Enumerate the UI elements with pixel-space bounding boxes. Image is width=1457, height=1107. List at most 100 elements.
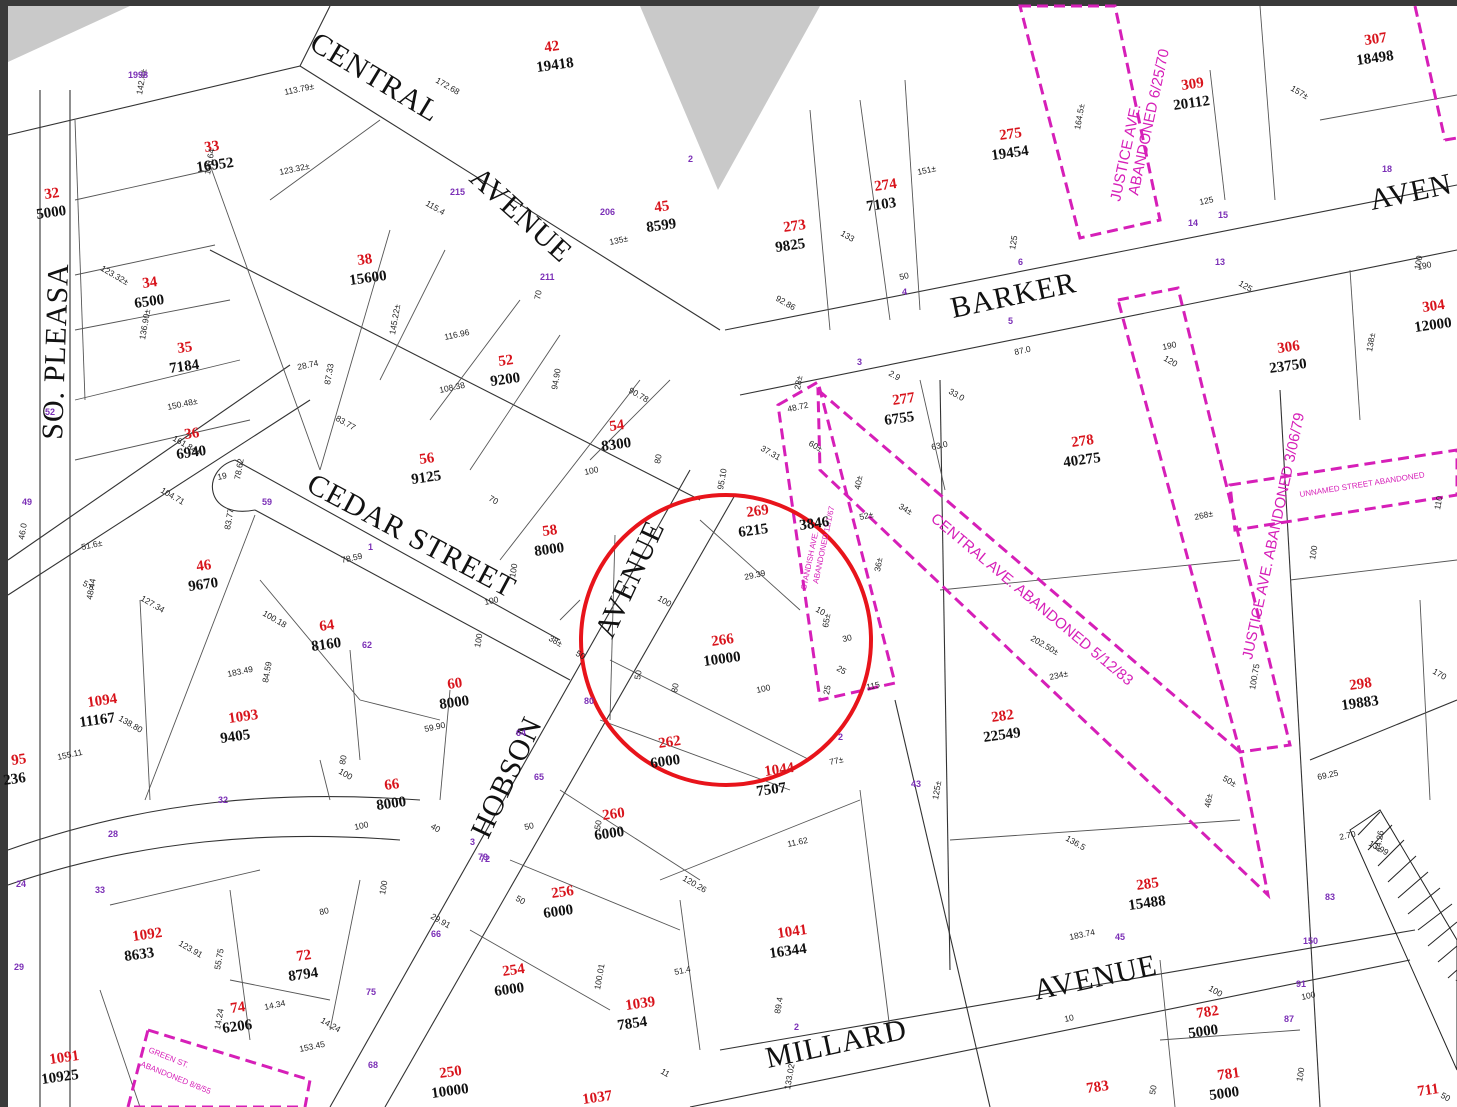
parcel-277-area: 6755 (883, 409, 915, 429)
dimension-label: 100 (1294, 1066, 1306, 1082)
dimension-label: 100 (483, 594, 499, 607)
parcel-254-id: 254 (501, 961, 526, 980)
lot-number: 75 (366, 987, 376, 997)
parcel-1092-id: 1092 (131, 925, 163, 945)
parcel-46-area: 9670 (187, 575, 219, 595)
parcel-95-area: 236 (2, 770, 27, 789)
dimension-label: 135± (608, 233, 629, 247)
parcel-54-id: 54 (608, 417, 626, 435)
parcel-95-id: 95 (10, 751, 27, 769)
street-so-pleasant: SO. PLEASA (36, 262, 75, 440)
dimension-label: 50 (574, 648, 587, 662)
abandoned-central-ave (816, 386, 1271, 900)
parcel-58-id: 58 (541, 522, 558, 540)
dimension-label: 51.6± (80, 538, 103, 552)
lot-number: 1998 (128, 70, 148, 80)
parcel-1044-area: 7507 (755, 780, 787, 800)
dimension-label: 36± (872, 556, 884, 572)
parcel-256-area: 6000 (542, 902, 574, 922)
lot-number: 3 (470, 837, 475, 847)
parcel-labels: 3250003316952346500357184366940381560042… (2, 30, 1452, 1107)
dimension-label: 87.33 (322, 362, 336, 385)
dimension-label: 95.10 (715, 467, 729, 490)
parcel-56-area: 9125 (410, 468, 442, 488)
dimension-label: 70 (487, 493, 500, 507)
dimension-label: 65± (820, 612, 832, 628)
parcel-274-area: 7103 (865, 195, 897, 215)
parcel-278-area: 40275 (1062, 450, 1101, 471)
lot-number: 5 (1008, 316, 1013, 326)
parcel-1041-area: 16344 (768, 941, 808, 962)
parcel-35-area: 7184 (168, 357, 200, 377)
parcel-278-id: 278 (1070, 432, 1095, 451)
abandoned-justice-ave-2 (1116, 286, 1292, 754)
lot-number: 29 (14, 962, 24, 972)
dimension-label: 80 (669, 682, 681, 693)
dimension-label: 46± (1202, 792, 1214, 808)
dimension-label: 151± (916, 163, 937, 177)
abandoned-justice-ave-1 (1018, 4, 1162, 240)
dimension-label: 100 (755, 682, 771, 695)
dimension-label: 50 (1439, 1090, 1452, 1104)
lot-number: 32 (218, 795, 228, 805)
lot-number: 1 (368, 542, 373, 552)
parcel-64-area: 8160 (310, 635, 342, 655)
dimension-label: 50 (632, 669, 644, 680)
parcel-60-area: 8000 (438, 693, 470, 713)
dimension-label: 100 (1454, 973, 1457, 989)
dimension-label: 87.0 (1013, 344, 1032, 357)
lot-lines (74, 5, 1457, 1107)
dimension-label: 78.62 (232, 457, 246, 480)
parcel-60-id: 60 (446, 675, 463, 693)
lot-number: 33 (95, 885, 105, 895)
parcel-32-id: 32 (43, 185, 60, 203)
parcel-36-id: 36 (183, 425, 201, 443)
parcel-33-area: 16952 (195, 155, 234, 176)
dimension-label: 100 (507, 562, 519, 578)
parcel-64-id: 64 (318, 617, 336, 635)
parcel-262-id: 262 (657, 733, 682, 752)
dimension-label: 25 (821, 684, 833, 695)
parcel-x-area: 3846 (798, 514, 830, 534)
parcel-38-id: 38 (356, 251, 373, 269)
parcel-66-area: 8000 (375, 794, 407, 814)
dimension-label: 196.64 (202, 148, 216, 176)
lot-number: 65 (534, 772, 544, 782)
window-top-edge (0, 0, 1457, 6)
window-left-edge (0, 0, 8, 1107)
dimension-label: 80 (337, 754, 349, 765)
parcel-275-id: 275 (998, 125, 1023, 144)
gray-area-northwest (8, 6, 130, 62)
dimension-label: 100 (1412, 254, 1424, 270)
parcel-282-area: 22549 (982, 725, 1021, 746)
parcel-309-id: 309 (1180, 75, 1205, 94)
lot-number: 68 (368, 1060, 378, 1070)
dimension-label: 50 (514, 893, 527, 907)
dimension-label: 100.75 (1247, 663, 1261, 691)
parcel-781-id: 781 (1216, 1065, 1241, 1084)
dimension-label: 19 (216, 470, 228, 482)
parcel-34-id: 34 (141, 274, 159, 292)
parcel-1044-id: 1044 (763, 760, 795, 780)
dimension-label: 190 (1161, 339, 1177, 352)
lot-number: 80 (584, 696, 594, 706)
dimension-label: 2.70 (1338, 829, 1357, 842)
dimension-label: 142.4± (134, 68, 148, 96)
lot-number: 13 (1215, 257, 1225, 267)
parcel-45-area: 8599 (645, 216, 677, 236)
road-edges (7, 5, 1457, 1107)
dimension-label: 115 (865, 679, 881, 692)
parcel-38-area: 15600 (348, 268, 387, 289)
parcel-782-id: 782 (1195, 1003, 1220, 1022)
parcel-45-id: 45 (653, 198, 670, 216)
parcel-1092-area: 8633 (123, 945, 155, 965)
parcel-58-area: 8000 (533, 540, 565, 560)
parcel-298-id: 298 (1348, 675, 1373, 694)
parcel-56-id: 56 (418, 450, 436, 468)
lot-number: 4 (902, 287, 907, 297)
dimension-label: 80 (318, 905, 330, 917)
parcel-254-area: 6000 (493, 980, 525, 1000)
dimension-label: 190 (1416, 259, 1432, 272)
